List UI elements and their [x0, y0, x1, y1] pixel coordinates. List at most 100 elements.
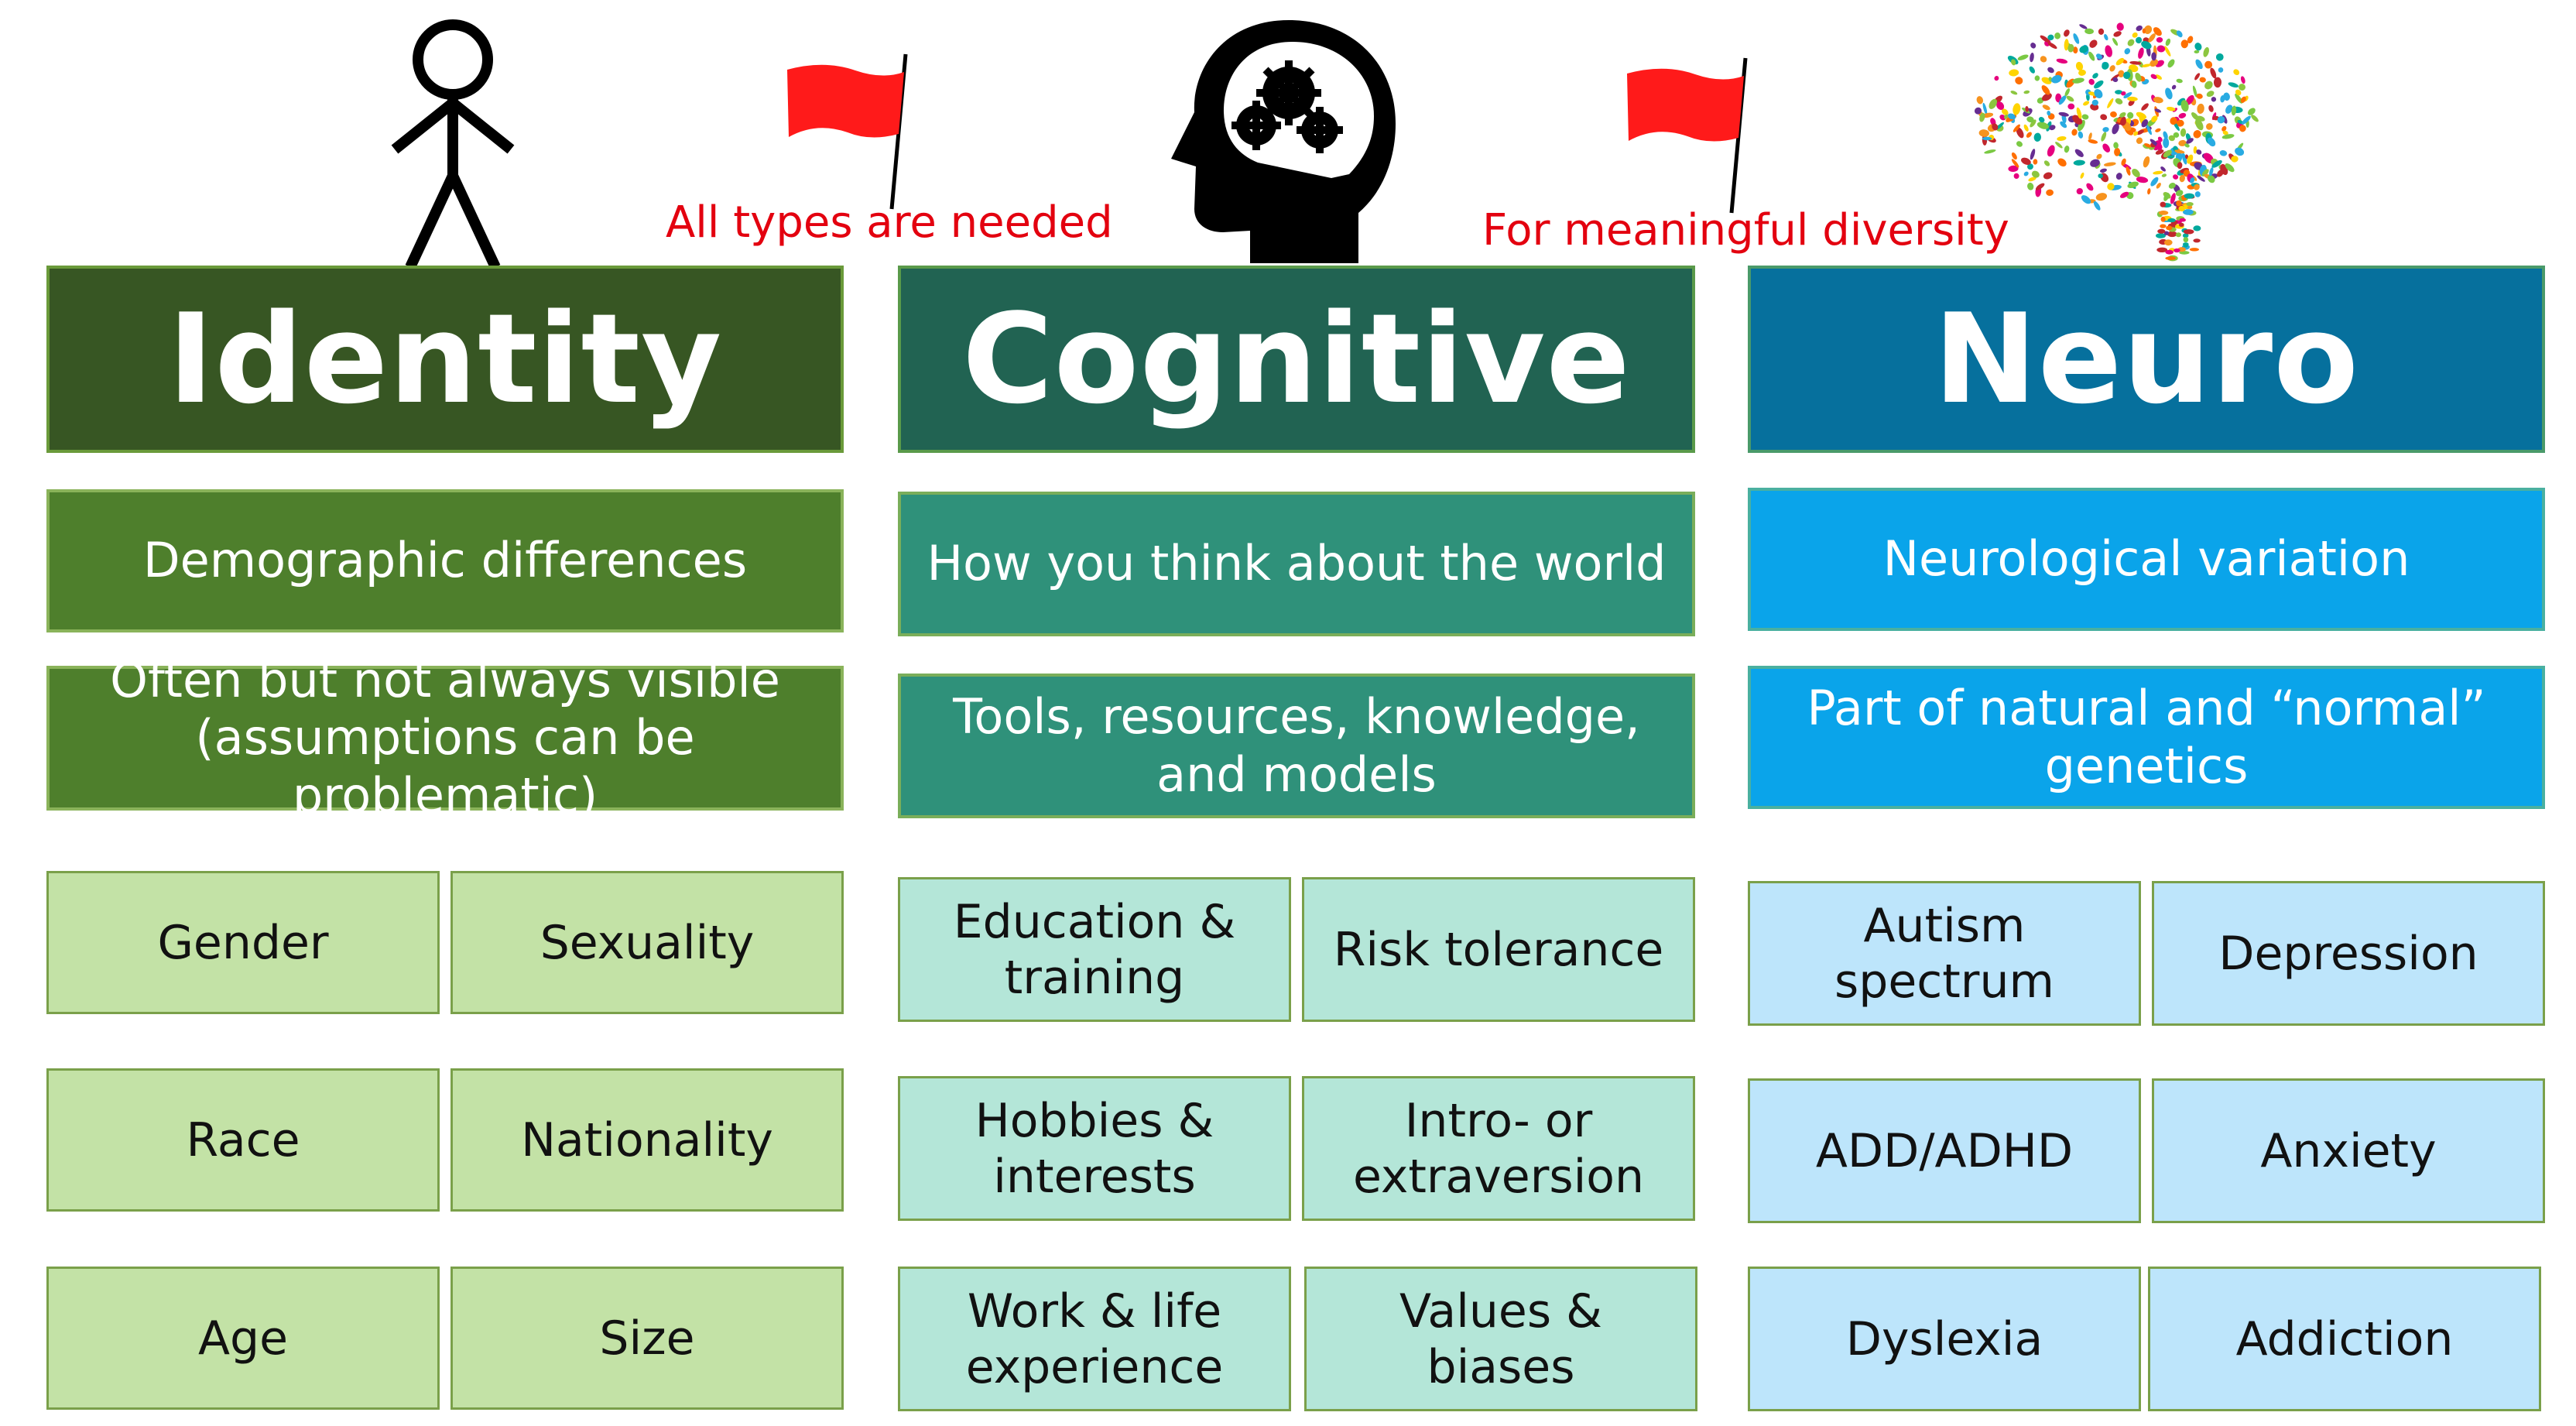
- brain-dot: [2123, 71, 2131, 80]
- brain-dot: [2168, 135, 2175, 142]
- brain-dot: [2035, 183, 2045, 190]
- brain-dot: [2156, 183, 2161, 189]
- brain-dot: [2208, 175, 2215, 183]
- brain-dot: [2017, 54, 2029, 60]
- brain-dot: [2011, 152, 2017, 160]
- brain-dot: [1974, 107, 1982, 115]
- brain-dot: [2136, 137, 2143, 144]
- brain-dot: [2176, 78, 2183, 84]
- brain-stem-dot: [2193, 238, 2201, 243]
- cognitive-subtitle: How you think about the world: [898, 492, 1695, 636]
- brain-dot: [2135, 72, 2142, 82]
- brain-dot: [2218, 67, 2224, 73]
- brain-dot: [2047, 67, 2054, 74]
- brain-dot: [2127, 96, 2138, 101]
- brain-dot: [2196, 93, 2203, 99]
- brain-stem-dot: [2178, 222, 2184, 227]
- cognitive-title: Cognitive: [898, 266, 1695, 453]
- brain-dot: [2057, 158, 2067, 167]
- identity-description: Often but not always visible (assumption…: [46, 652, 844, 824]
- brain-dot: [1982, 136, 1992, 141]
- red-flag-icon: [1627, 57, 1748, 214]
- brain-dot: [2088, 139, 2098, 144]
- brain-dot: [2067, 103, 2075, 110]
- brain-dot: [2105, 45, 2113, 57]
- brain-dot: [2170, 193, 2176, 204]
- brain-dot: [2079, 24, 2088, 29]
- brain-dot: [2093, 201, 2101, 211]
- brain-stem-dot: [2167, 218, 2176, 223]
- brain-dot: [2176, 30, 2183, 38]
- brain-dot: [2041, 93, 2052, 101]
- brain-stem-dot: [2183, 237, 2189, 243]
- brain-dot: [2119, 191, 2129, 198]
- brain-dot: [2141, 103, 2149, 111]
- cognitive-item-education: Education & training: [898, 877, 1291, 1022]
- brain-dot: [2078, 131, 2084, 139]
- brain-dot: [2056, 58, 2068, 64]
- brain-dot: [2088, 78, 2095, 85]
- brain-dot: [2151, 52, 2156, 61]
- brain-stem-dot: [2176, 200, 2182, 207]
- brain-dot: [2102, 62, 2109, 70]
- brain-dot: [2083, 101, 2090, 106]
- brain-dot: [2027, 163, 2033, 170]
- cognitive-item-work-life: Work & life experience: [898, 1267, 1291, 1411]
- brain-dot: [2028, 177, 2036, 182]
- brain-dot: [2209, 167, 2214, 177]
- brain-dot: [2015, 77, 2023, 85]
- brain-dot: [2174, 149, 2185, 154]
- brain-dot: [2191, 111, 2199, 121]
- brain-dot: [2090, 159, 2100, 167]
- brain-dot: [2143, 25, 2153, 34]
- brain-dot: [2155, 149, 2164, 155]
- brain-dot: [2072, 77, 2084, 84]
- brain-dot: [2186, 138, 2194, 144]
- identity-item-age: Age: [46, 1267, 440, 1410]
- identity-item-sexuality: Sexuality: [450, 871, 844, 1014]
- brain-dot: [2051, 74, 2062, 84]
- brain-dot: [2161, 173, 2167, 177]
- brain-dot: [2150, 139, 2159, 147]
- brain-dot: [2090, 103, 2099, 111]
- brain-dot: [2013, 173, 2019, 179]
- brain-stem-dot: [2183, 229, 2194, 235]
- brain-dot: [1992, 123, 1999, 131]
- brain-dot: [2030, 149, 2036, 160]
- brain-dot: [2178, 112, 2187, 118]
- brain-dot: [2016, 141, 2023, 147]
- brain-dot: [2023, 171, 2029, 177]
- brain-dot: [2225, 163, 2235, 173]
- brain-dot: [2167, 155, 2175, 159]
- brain-dot: [2041, 85, 2050, 95]
- stick-figure-icon: [391, 19, 515, 267]
- brain-dot: [2151, 115, 2158, 122]
- brain-dot: [2192, 85, 2197, 98]
- brain-dot: [2142, 63, 2151, 67]
- brain-dot: [2217, 116, 2225, 124]
- brain-dot: [2094, 89, 2103, 98]
- identity-title: Identity: [46, 266, 844, 453]
- brain-dot: [2163, 131, 2168, 139]
- identity-item-size: Size: [450, 1267, 844, 1410]
- brain-dot: [2228, 82, 2239, 88]
- brain-dot: [2080, 172, 2084, 179]
- brain-dot: [1982, 102, 1988, 115]
- brain-dot: [2115, 90, 2123, 94]
- neuro-title: Neuro: [1748, 266, 2545, 453]
- brain-dot: [2156, 45, 2166, 53]
- brain-dot: [2043, 160, 2050, 166]
- brain-dot: [2031, 170, 2040, 178]
- brain-dot: [2054, 33, 2061, 39]
- brain-stem-dot: [2160, 201, 2167, 207]
- brain-dot: [2173, 132, 2180, 138]
- brain-stem-dot: [2163, 231, 2170, 235]
- brain-dot: [2113, 142, 2119, 149]
- neuro-item-addiction: Addiction: [2148, 1267, 2541, 1411]
- brain-dot: [2025, 106, 2029, 112]
- brain-dot: [2197, 103, 2204, 114]
- brain-dot: [2170, 117, 2177, 125]
- brain-dot: [2102, 127, 2109, 132]
- brain-dot: [2126, 166, 2131, 176]
- brain-dot: [2131, 81, 2137, 88]
